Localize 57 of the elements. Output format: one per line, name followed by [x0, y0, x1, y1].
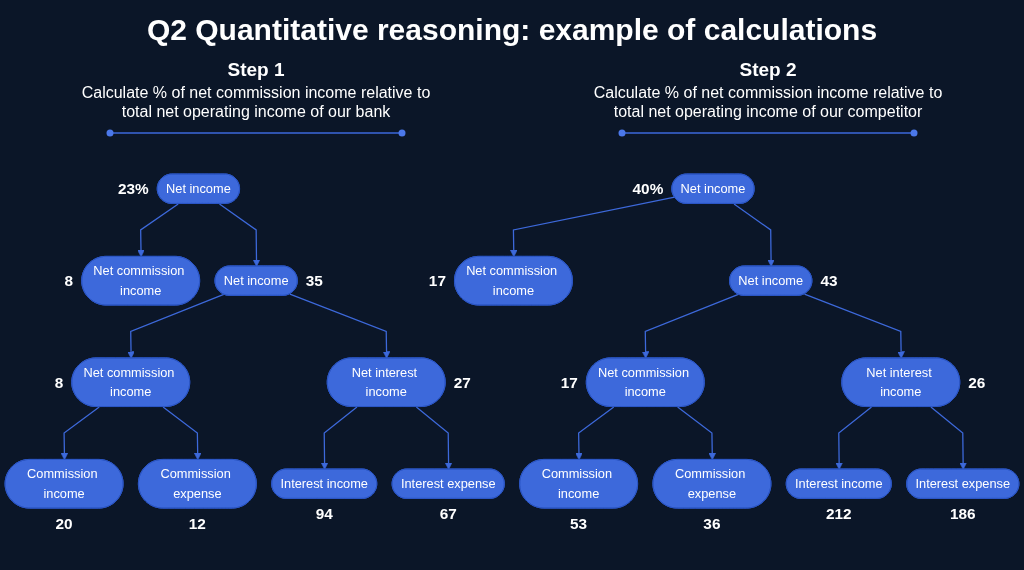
process-node: Interest expense [906, 468, 1020, 499]
value-label: 67 [439, 505, 457, 523]
value-label: 212 [826, 505, 852, 523]
value-label: 94 [315, 505, 333, 523]
process-node: Net income [156, 173, 240, 204]
diagram-title: Q2 Quantitative reasoning: example of calculations [146, 12, 878, 48]
arrow [162, 406, 202, 461]
process-node: Net income [214, 265, 298, 296]
process-node: Net income [729, 265, 813, 296]
process-node: Net commission income [454, 255, 573, 306]
arrow [677, 406, 716, 461]
process-node: Net commission income [585, 357, 705, 407]
value-label: 12 [188, 514, 206, 532]
step-description: Calculate % of net commission income relative to total net operating income of our competitor [592, 83, 944, 121]
process-node: Net income [671, 173, 755, 204]
arrow [641, 293, 739, 359]
step-description: Calculate % of net commission income relative to total net operating income of our bank [80, 83, 432, 121]
value-label: 8 [64, 272, 74, 290]
value-label: 23% [118, 180, 149, 198]
value-label: 17 [560, 373, 578, 391]
process-node: Net interest income [326, 357, 446, 407]
process-node: Commission income [519, 459, 639, 509]
arrow [575, 406, 615, 461]
value-label: 186 [949, 505, 976, 523]
value-label: 35 [305, 272, 323, 290]
value-label: 40% [632, 180, 664, 198]
value-label: 43 [820, 272, 838, 290]
process-node: Commission income [4, 459, 124, 509]
arrow [930, 406, 967, 470]
arrow [137, 203, 179, 258]
value-label: 17 [428, 272, 446, 290]
process-node: Net commission income [81, 255, 201, 306]
step-heading: Step 1 [227, 58, 285, 81]
arrow [60, 406, 100, 461]
value-label: 27 [453, 373, 471, 391]
value-label: 26 [968, 373, 986, 391]
process-node: Commission expense [137, 459, 257, 509]
arrow [218, 203, 261, 267]
arrow [415, 406, 453, 470]
arrow [510, 196, 676, 258]
process-node: Commission expense [652, 459, 772, 509]
step-heading: Step 2 [739, 58, 797, 81]
arrow [733, 203, 775, 267]
process-node: Interest expense [391, 468, 505, 499]
arrow [289, 293, 391, 359]
arrow [320, 406, 358, 470]
value-label: 53 [570, 514, 588, 532]
process-node: Net commission income [71, 357, 191, 407]
value-label: 36 [703, 514, 721, 532]
arrow [127, 293, 225, 359]
value-label: 8 [54, 373, 64, 391]
value-label: 20 [55, 514, 73, 532]
process-node: Interest income [785, 468, 892, 499]
arrow [835, 406, 873, 470]
process-node: Net interest income [841, 357, 961, 407]
process-node: Interest income [271, 468, 378, 499]
arrow [803, 293, 905, 359]
